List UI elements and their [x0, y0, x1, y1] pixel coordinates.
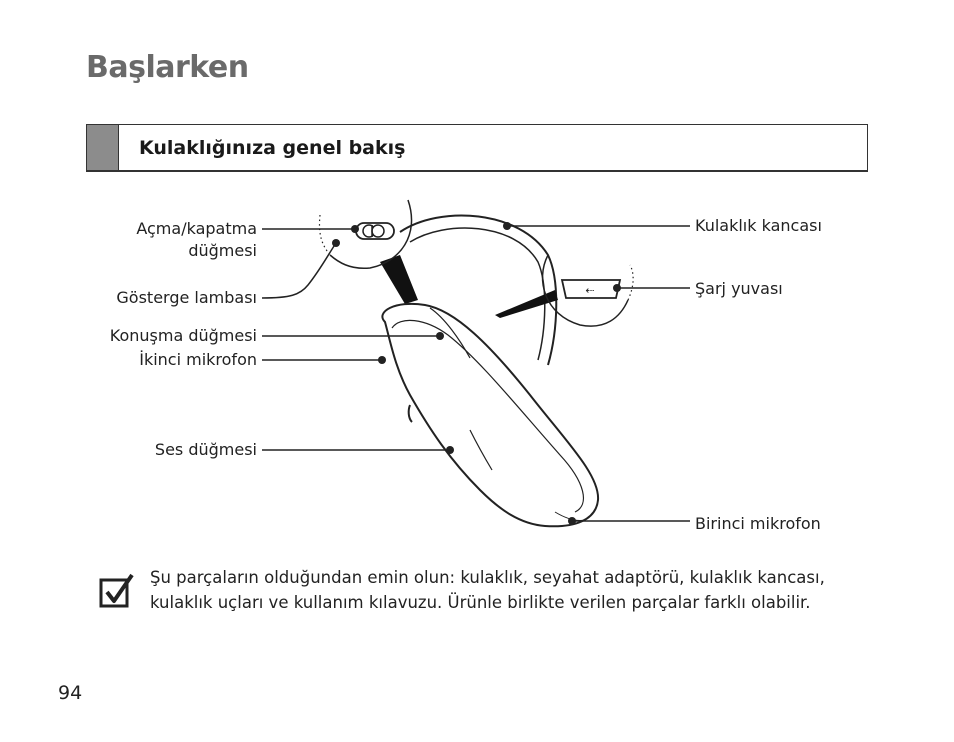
headset-body	[381, 302, 600, 528]
section-heading: Kulaklığınıza genel bakış	[139, 137, 406, 159]
charger-zoom-circle	[541, 254, 629, 327]
volume-button-dot	[446, 446, 454, 454]
section-header-bar: Kulaklığınıza genel bakış	[86, 124, 868, 172]
ear-hook-inner	[409, 227, 546, 361]
page-number: 94	[58, 682, 83, 704]
page-title: Başlarken	[86, 50, 249, 85]
talk-button-label: Konuşma düğmesi	[109, 326, 257, 345]
power-label-line1: Açma/kapatma	[136, 219, 257, 238]
second-mic-label: İkinci mikrofon	[139, 350, 257, 369]
indicator-label: Gösterge lambası	[116, 288, 257, 307]
ear-hook-label: Kulaklık kancası	[695, 216, 822, 235]
ear-hook-outline	[399, 214, 558, 366]
note-text: Şu parçaların olduğundan emin olun: kula…	[150, 568, 825, 612]
power-zoom-circle	[329, 199, 413, 270]
second-mic-dot	[378, 356, 386, 364]
section-tab-marker	[87, 125, 119, 170]
zoom-wedge-left	[380, 255, 418, 304]
charger-dot	[613, 284, 621, 292]
charging-port-icon	[560, 279, 622, 299]
talk-button-dot	[436, 332, 444, 340]
checkbox-check-icon	[99, 573, 134, 608]
ear-hook-dot	[503, 222, 511, 230]
charger-label: Şarj yuvası	[695, 279, 783, 298]
power-button-dot	[351, 225, 359, 233]
power-button-label: Açma/kapatma düğmesi	[136, 218, 257, 262]
svg-text:⇠: ⇠	[585, 284, 594, 297]
volume-button-label: Ses düğmesi	[154, 440, 257, 459]
zoom-wedge-right	[495, 290, 558, 318]
first-mic-dot	[568, 517, 576, 525]
first-mic-label: Birinci mikrofon	[695, 514, 821, 533]
power-label-line2: düğmesi	[188, 241, 257, 260]
indicator-dot	[332, 239, 340, 247]
